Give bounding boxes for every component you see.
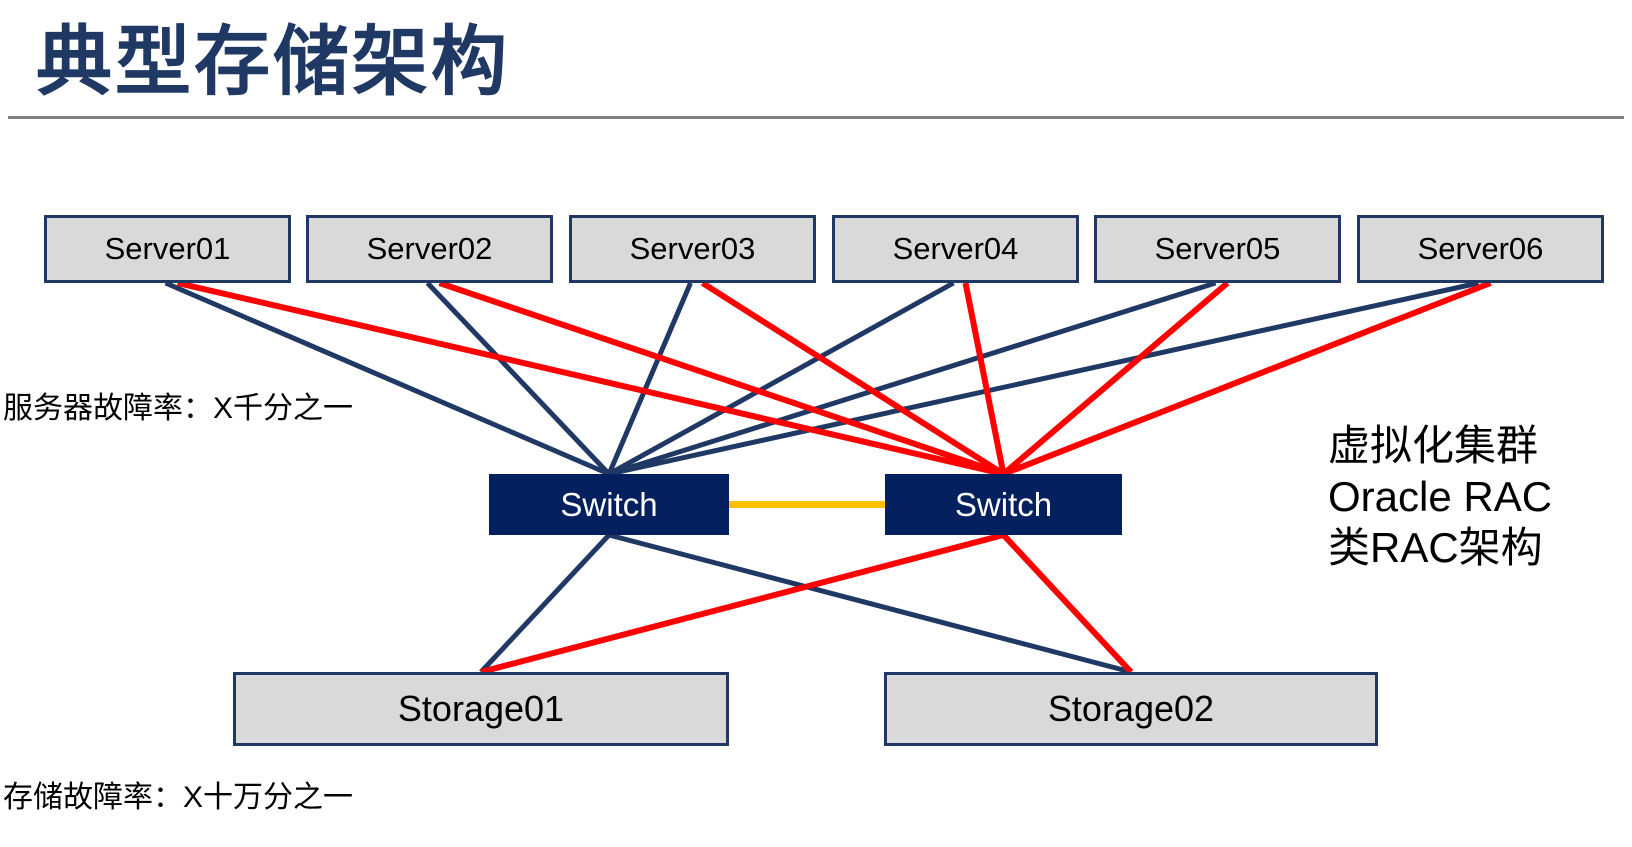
storage-failure-rate-label: 存储故障率：X十万分之一 <box>3 781 354 814</box>
link-server06-switch-a <box>608 280 1480 477</box>
server-failure-rate-label: 服务器故障率：X千分之一 <box>3 392 354 425</box>
server05-box: Server05 <box>1094 215 1341 283</box>
link-server04-switch-b <box>962 282 1007 475</box>
storage01-label: Storage01 <box>397 688 565 729</box>
switch-left-box: Switch <box>489 474 729 535</box>
link-server01-switch-a <box>164 280 610 477</box>
storage02-box: Storage02 <box>884 672 1378 746</box>
server04-box: Server04 <box>832 215 1079 283</box>
link-server05-switch-b <box>1001 280 1230 477</box>
cluster-note-line-1: 虚拟化集群 <box>1328 422 1539 469</box>
link-server03-switch-a <box>606 282 693 475</box>
switch-left-label: Switch <box>560 485 658 523</box>
link-server05-switch-a <box>608 280 1217 477</box>
server03-label: Server03 <box>629 231 756 266</box>
server02-label: Server02 <box>366 231 493 266</box>
server06-label: Server06 <box>1417 231 1544 266</box>
link-server03-switch-b <box>700 280 1006 477</box>
link-server02-switch-b <box>438 280 1005 477</box>
link-switch-a-storage01 <box>479 533 611 674</box>
cluster-note-line-3: 类RAC架构 <box>1328 524 1543 571</box>
server06-box: Server06 <box>1357 215 1604 283</box>
server02-box: Server02 <box>306 215 553 283</box>
link-switch-b-storage01 <box>480 532 1005 675</box>
server05-label: Server05 <box>1154 231 1281 266</box>
switch-right-box: Switch <box>885 474 1122 535</box>
link-switch-a-storage02 <box>608 532 1132 675</box>
link-server06-switch-b <box>1002 280 1492 477</box>
link-server01-switch-b <box>176 280 1005 477</box>
switch-right-label: Switch <box>954 485 1053 523</box>
server03-box: Server03 <box>569 215 816 283</box>
cluster-note-line-2: Oracle RAC <box>1328 473 1553 520</box>
link-server02-switch-a <box>425 281 611 476</box>
server01-box: Server01 <box>44 215 291 283</box>
link-switch-b-storage02 <box>1001 532 1134 675</box>
link-server04-switch-a <box>607 280 955 477</box>
cluster-type-note: 虚拟化集群 Oracle RAC 类RAC架构 <box>1328 420 1552 573</box>
server04-label: Server04 <box>892 231 1019 266</box>
server01-label: Server01 <box>104 231 231 266</box>
page-title: 典型存储架构 <box>36 20 510 105</box>
storage02-label: Storage02 <box>1047 688 1215 729</box>
storage01-box: Storage01 <box>233 672 729 746</box>
title-divider <box>8 116 1624 119</box>
